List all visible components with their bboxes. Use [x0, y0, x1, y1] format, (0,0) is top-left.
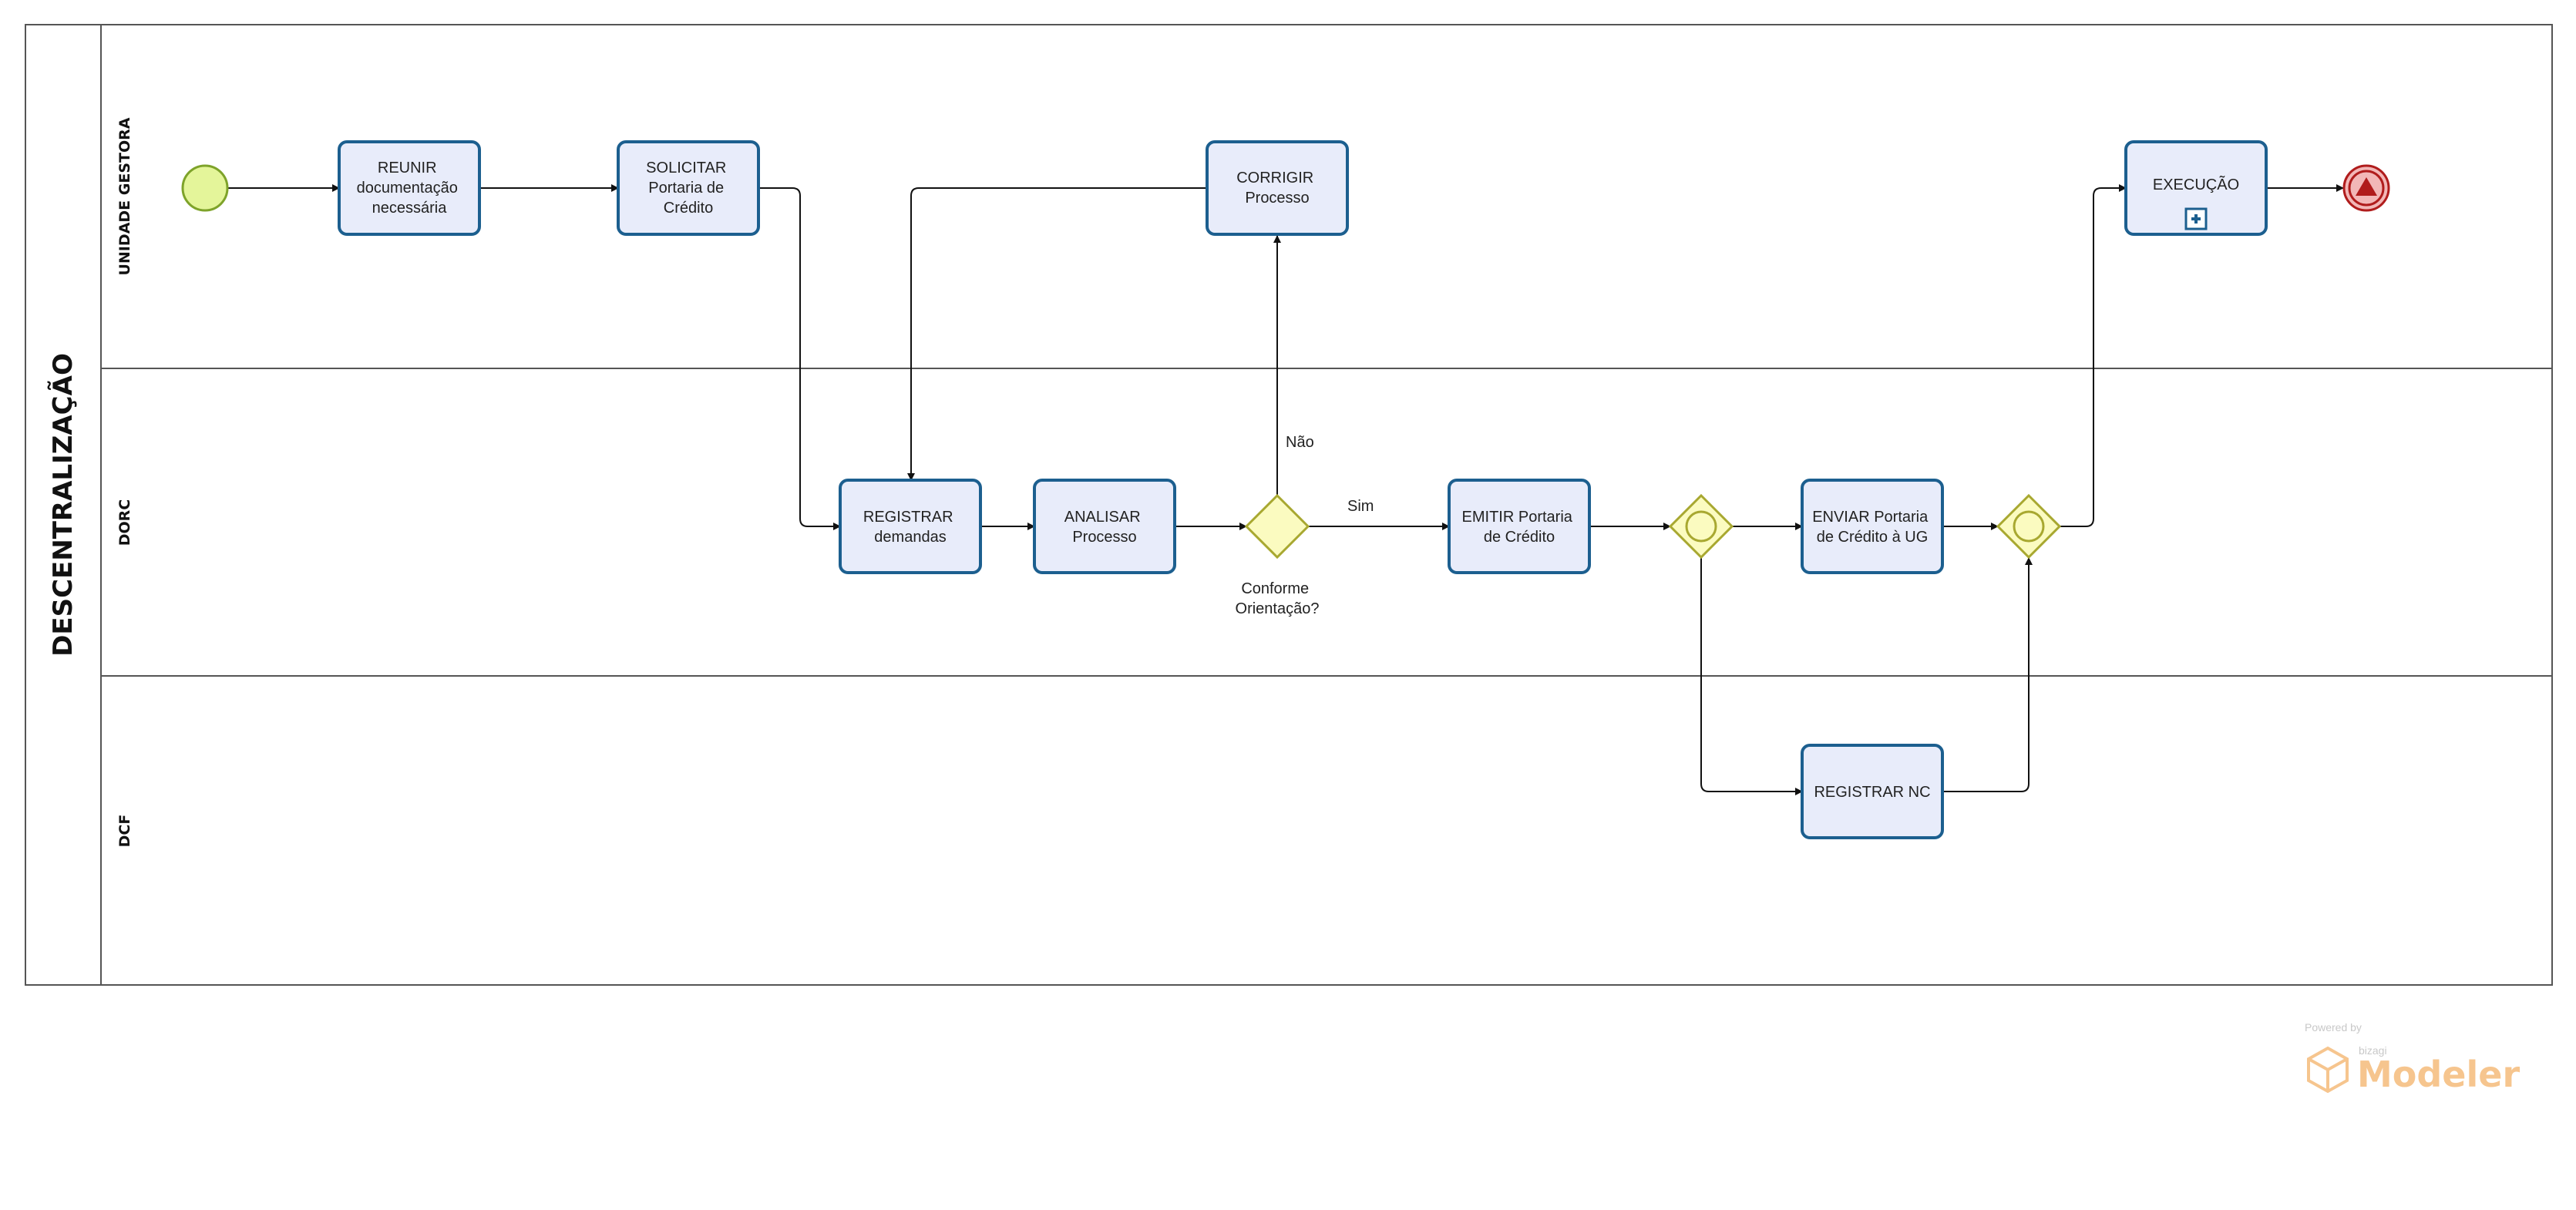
task-reunir-line1: REUNIR [378, 160, 437, 176]
sequence-flows [228, 184, 2344, 795]
gateway-question-line1: Conforme [1241, 580, 1309, 597]
task-registrar-nc-label: REGISTRAR NC [1814, 784, 1930, 801]
svg-text:ENVIAR Portaria de Crédi: ENVIAR Portaria de Crédito à UG [1812, 509, 1932, 546]
task-reunir-line2: documentação [357, 180, 458, 197]
flow-registrar-nc-to-join[interactable] [1942, 557, 2033, 792]
task-enviar[interactable]: ENVIAR Portaria de Crédito à UG [1801, 479, 1944, 574]
task-solicitar-line1: SOLICITAR [646, 160, 726, 176]
svg-text:ANALISAR Processo: ANALISAR Processo [1064, 509, 1145, 546]
flow-label-nao: Não [1286, 434, 1314, 451]
flow-split-to-registrar-nc[interactable] [1700, 557, 1803, 795]
triangle-icon [2356, 177, 2377, 196]
svg-text:REUNIR documentação: REUNIR documentação necessária [357, 160, 462, 217]
flow-join-to-execucao[interactable] [2060, 184, 2127, 527]
task-analisar[interactable]: ANALISAR Processo [1033, 479, 1176, 574]
task-solicitar-line2: Portaria de [648, 180, 724, 197]
flow-solicitar-to-registrar[interactable] [758, 187, 841, 530]
bizagi-branding: Powered by bizagi Modeler [2305, 1021, 2520, 1095]
lane-title-dorc: DORC [116, 499, 133, 546]
gateway-question-line2: Orientação? [1236, 600, 1320, 617]
task-emitir-line1: EMITIR Portaria [1462, 509, 1573, 526]
task-emitir[interactable]: EMITIR Portaria de Crédito [1448, 479, 1591, 574]
end-event[interactable] [2342, 164, 2390, 212]
task-registrar-nc[interactable]: REGISTRAR NC [1801, 744, 1944, 839]
parallel-gateway-split[interactable] [1668, 493, 1734, 560]
task-registrar-demandas-line2: demandas [874, 529, 946, 546]
lane-title-dcf: DCF [116, 815, 133, 848]
task-solicitar[interactable]: SOLICITAR Portaria de Crédito [617, 140, 760, 236]
task-analisar-line1: ANALISAR [1064, 509, 1141, 526]
task-solicitar-line3: Crédito [664, 200, 713, 217]
lane-unidade-gestora: UNIDADE GESTORA [116, 117, 133, 275]
task-registrar-demandas-line1: REGISTRAR [863, 509, 953, 526]
svg-text:Conforme Orientação?: Conforme Orientação? [1236, 580, 1320, 617]
plus-square-icon[interactable] [2184, 207, 2208, 230]
task-registrar-demandas[interactable]: REGISTRAR demandas [839, 479, 982, 574]
task-reunir[interactable]: REUNIR documentação necessária [338, 140, 481, 236]
svg-text:REGISTRAR NC: REGISTRAR NC [1814, 784, 1930, 801]
svg-text:EXECUÇÃO: EXECUÇÃO [2153, 175, 2239, 193]
task-analisar-line2: Processo [1072, 529, 1136, 546]
flow-corrigir-to-registrar[interactable] [907, 187, 1207, 481]
circle-icon [1685, 510, 1717, 543]
task-enviar-line1: ENVIAR Portaria [1812, 509, 1929, 526]
exclusive-gateway-conforme[interactable]: Conforme Orientação? [1236, 493, 1320, 617]
powered-by-label: Powered by [2305, 1021, 2362, 1034]
subprocess-execucao[interactable]: EXECUÇÃO [2124, 140, 2268, 236]
svg-text:SOLICITAR Portaria de: SOLICITAR Portaria de Crédito [646, 160, 731, 217]
task-emitir-line2: de Crédito [1484, 529, 1555, 546]
start-event[interactable] [181, 164, 229, 212]
flow-label-sim: Sim [1347, 498, 1374, 515]
lane-dorc: DORC [116, 499, 133, 546]
modeler-label: Modeler [2357, 1054, 2520, 1095]
lane-dcf: DCF [116, 815, 133, 848]
task-corrigir-line1: CORRIGIR [1236, 170, 1313, 187]
task-enviar-line2: de Crédito à UG [1817, 529, 1929, 546]
circle-icon [2013, 510, 2045, 543]
pool-title: DESCENTRALIZAÇÃO [47, 353, 79, 657]
lane-title-unidade-gestora: UNIDADE GESTORA [116, 117, 133, 275]
task-corrigir-line2: Processo [1245, 190, 1309, 207]
bizagi-label: bizagi [2359, 1044, 2387, 1057]
task-reunir-line3: necessária [372, 200, 448, 217]
task-corrigir[interactable]: CORRIGIR Processo [1206, 140, 1349, 236]
svg-text:EMITIR Portaria de Crédi: EMITIR Portaria de Crédito [1462, 509, 1577, 546]
svg-text:CORRIGIR Processo: CORRIGIR Processo [1236, 170, 1318, 207]
subprocess-execucao-label: EXECUÇÃO [2153, 175, 2239, 193]
svg-text:REGISTRAR demandas: REGISTRAR demandas [863, 509, 957, 546]
cube-icon [2307, 1046, 2349, 1094]
parallel-gateway-join[interactable] [1996, 493, 2062, 560]
